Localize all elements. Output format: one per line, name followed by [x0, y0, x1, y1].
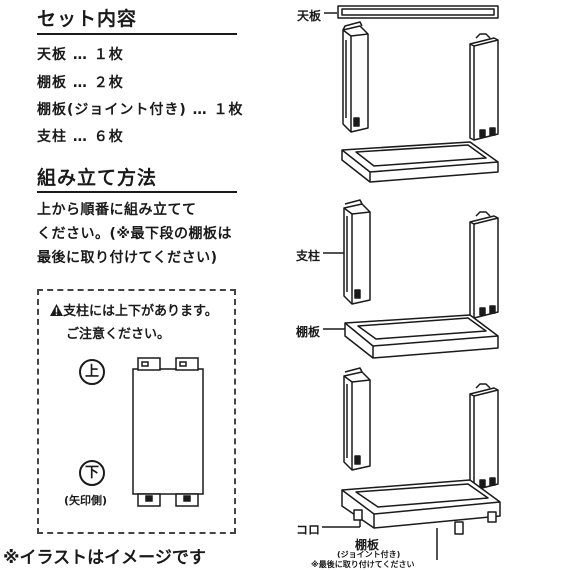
bottom-mark: 下 — [79, 460, 105, 486]
notice-line: ご注意ください。 — [66, 327, 171, 342]
label-joint-shelf: 棚板 — [355, 538, 380, 552]
footer-note: ※イラストはイメージです — [3, 548, 206, 568]
assembly-instructions: 上から順番に組み立てて ください。(※最下段の棚板は 最後に取り付けてください) — [37, 198, 242, 270]
title-underline — [37, 33, 237, 35]
set-item: 棚板 … ２枚 — [37, 75, 124, 91]
label-joint-note: ※最後に取り付けてください — [311, 560, 415, 569]
top-mark: 上 — [79, 359, 105, 385]
label-top-board: 天板 — [297, 9, 322, 23]
notice-text: 支柱には上下があります。 ご注意ください。 — [50, 300, 235, 346]
notice-line: 支柱には上下があります。 — [63, 304, 218, 319]
pillar-orientation-notice — [37, 289, 236, 534]
set-item: 支柱 … ６枚 — [37, 129, 124, 145]
set-contents-title: セット内容 — [37, 8, 138, 30]
assembly-underline — [37, 191, 237, 193]
pillar-illustration — [132, 357, 204, 507]
label-caster: コロ — [296, 523, 321, 537]
assembly-line: ください。(※最下段の棚板は — [37, 226, 233, 242]
assembly-title: 組み立て方法 — [37, 167, 158, 189]
assembly-line: 上から順番に組み立てて — [37, 202, 197, 218]
assembly-line: 最後に取り付けてください) — [37, 250, 218, 266]
label-joint-sub: (ジョイント付き) — [337, 550, 401, 559]
warning-triangle-icon — [50, 304, 63, 316]
label-pillar: 支柱 — [296, 249, 321, 263]
arrow-side-label: (矢印側) — [64, 494, 108, 507]
set-item: 棚板(ジョイント付き) … １枚 — [37, 102, 244, 118]
set-item: 天板 … １枚 — [37, 47, 124, 63]
label-shelf: 棚板 — [296, 325, 321, 339]
